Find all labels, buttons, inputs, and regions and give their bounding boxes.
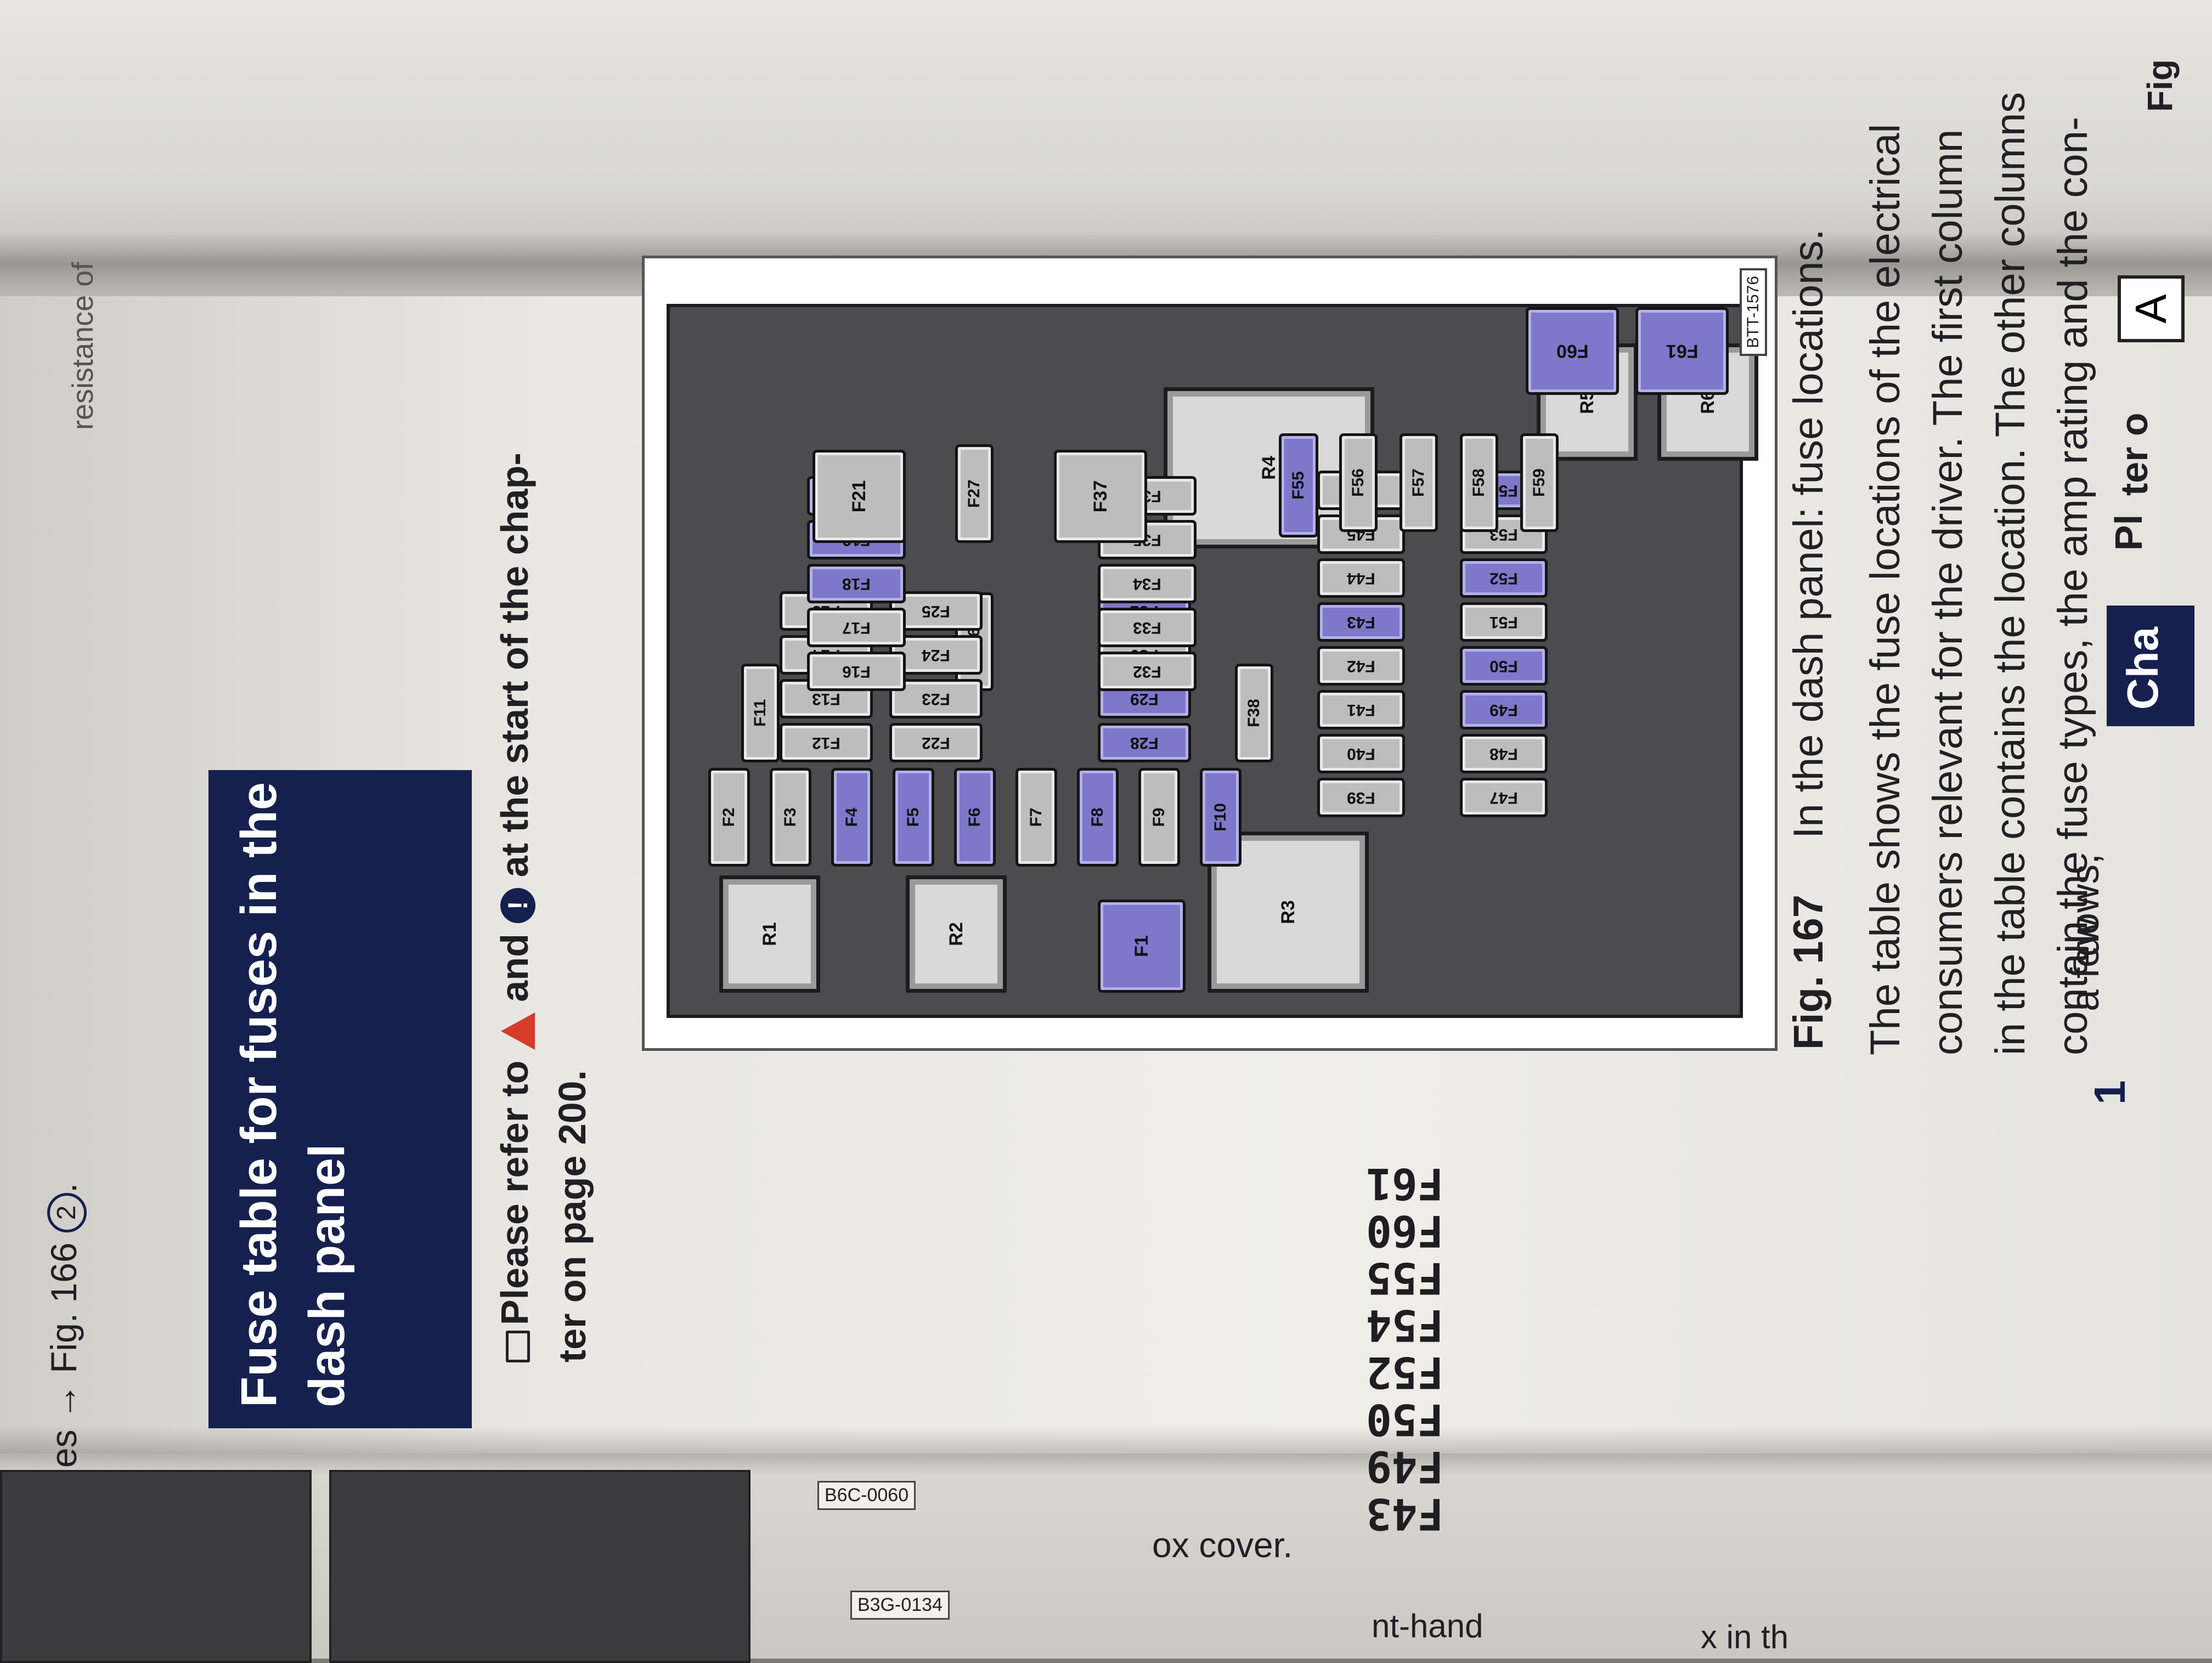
fuse-f6: F6: [954, 768, 996, 867]
fuse-f55: F55: [1279, 433, 1318, 538]
fuse-f38: F38: [1235, 664, 1273, 762]
fuse-panel: R1R2R3R4R5R6F2F3F4F5F6F7F8F9F10F1F11F26F…: [667, 304, 1758, 1018]
fuse-f49: F49: [1460, 690, 1548, 729]
note-prefix: Please refer to: [493, 1060, 536, 1325]
right-fuse-list-item: F50: [1366, 1394, 1443, 1444]
fuse-diagram: R1R2R3R4R5R6F2F3F4F5F6F7F8F9F10F1F11F26F…: [642, 256, 1778, 1051]
right-fig-frag: Fig: [2140, 59, 2180, 112]
relay-r2: R2: [906, 875, 1007, 993]
fuse-f56: F56: [1339, 433, 1378, 532]
right-fuse-list-item: F43: [1366, 1489, 1443, 1538]
fuse-f41: F41: [1317, 690, 1405, 729]
fuse-f60: F60: [1526, 307, 1619, 395]
fuse-f52: F52: [1460, 558, 1548, 598]
fuse-f57: F57: [1400, 433, 1438, 532]
warning-triangle-icon: [500, 1012, 535, 1050]
fuse-f21: F21: [812, 450, 906, 543]
fuse-f22: F22: [889, 723, 983, 762]
fuse-f18: F18: [807, 564, 906, 603]
fuse-f8: F8: [1077, 768, 1119, 867]
fuse-f43: F43: [1317, 602, 1405, 642]
caption-number: Fig. 167: [1785, 895, 1832, 1050]
right-fuse-list-item: F60: [1366, 1206, 1443, 1255]
right-fuse-list-item: F61: [1366, 1158, 1443, 1208]
right-fuse-list-item: F49: [1366, 1441, 1443, 1491]
fuse-f28: F28: [1098, 723, 1191, 762]
fuse-f1: F1: [1098, 900, 1186, 993]
fuse-f40: F40: [1317, 734, 1405, 773]
fuse-f51: F51: [1460, 602, 1548, 642]
fuse-f10: F10: [1200, 768, 1242, 867]
right-fuse-list-item: F54: [1366, 1300, 1443, 1349]
facing-page-paper: [0, 0, 2212, 296]
body-line-3: in the table contains the location. The …: [1987, 92, 2034, 1055]
fuse-f47: F47: [1460, 778, 1548, 817]
fuse-f39: F39: [1317, 778, 1405, 817]
figure-code: BTT-1576: [1740, 268, 1767, 356]
figure-caption: Fig. 167 In the dash panel: fuse locatio…: [1778, 229, 1840, 1050]
relay-r1: R1: [719, 875, 820, 993]
warning-note-line-1: Please refer to and ! at the start of th…: [486, 452, 544, 1362]
body-line-2: consumers relevant for the driver. The f…: [1925, 129, 1971, 1055]
left-thumbnail-top: [0, 1470, 312, 1663]
section-heading: Fuse table for fuses in the dash panel: [231, 782, 355, 1407]
fuse-f58: F58: [1460, 433, 1498, 532]
right-fuse-list-item: F52: [1366, 1347, 1443, 1396]
fuse-f5: F5: [893, 768, 934, 867]
right-fuse-list-item: F55: [1366, 1253, 1443, 1302]
warning-note-line-2: ter on page 200.: [551, 1070, 594, 1362]
right-note-frag-2: ter o: [2113, 412, 2155, 496]
intro-tail: resistance of: [66, 262, 99, 430]
body-line-1: The table shows the fuse locations of th…: [1862, 123, 1909, 1055]
right-note-frag: Pl: [2107, 514, 2150, 551]
left-text-3: x in th: [1701, 1619, 1789, 1655]
right-text-2: dows,: [2063, 853, 2107, 957]
fuse-f48: F48: [1460, 734, 1548, 773]
left-code-2: B3G-0134: [850, 1591, 950, 1620]
fig-ref-badge: 2: [47, 1192, 87, 1232]
info-number: 1: [2085, 1080, 2134, 1105]
fuse-f16: F16: [807, 652, 906, 691]
caption-text: In the dash panel: fuse locations.: [1785, 229, 1832, 839]
fuse-f3: F3: [770, 768, 811, 867]
note-suffix-1: at the start of the chap-: [493, 452, 536, 878]
fuse-f17: F17: [807, 608, 906, 647]
left-thumbnail-bottom: [329, 1470, 751, 1663]
fuse-f4: F4: [831, 768, 873, 867]
right-box-letter: A: [2118, 275, 2185, 342]
fuse-f9: F9: [1138, 768, 1180, 867]
fuse-f37: F37: [1054, 450, 1147, 543]
fuse-f12: F12: [780, 723, 873, 762]
note-and: and: [493, 934, 536, 1002]
fuse-f11: F11: [741, 664, 780, 762]
right-heading-frag: Cha: [2107, 606, 2194, 726]
fuse-f7: F7: [1015, 768, 1057, 867]
fuse-f33: F33: [1098, 608, 1197, 647]
fuse-f32: F32: [1098, 652, 1197, 691]
fuse-f27: F27: [955, 444, 994, 543]
left-text-1: ox cover.: [1152, 1525, 1293, 1565]
fuse-f50: F50: [1460, 646, 1548, 686]
book-icon: [505, 1331, 530, 1362]
page-gutter-shadow-lower: [0, 1426, 2212, 1475]
fuse-f2: F2: [708, 768, 750, 867]
left-text-2: nt-hand: [1372, 1608, 1483, 1644]
fuse-f61: F61: [1635, 307, 1729, 395]
fuse-f34: F34: [1098, 564, 1197, 603]
fuse-f59: F59: [1520, 433, 1559, 532]
fuse-f42: F42: [1317, 646, 1405, 686]
fuse-f44: F44: [1317, 558, 1405, 598]
left-code-1: B6C-0060: [817, 1481, 916, 1510]
caution-circle-icon: !: [500, 887, 535, 923]
